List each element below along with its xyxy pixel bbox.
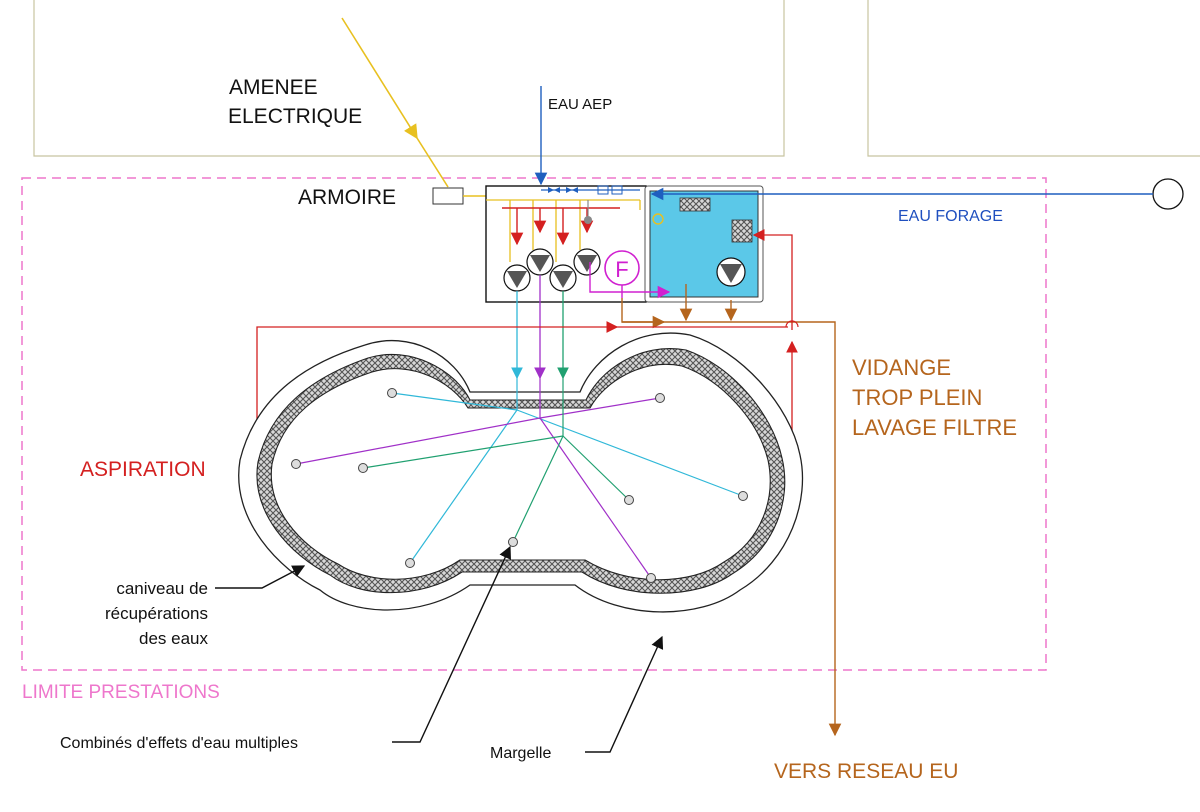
jet-icon (738, 491, 748, 501)
pool (238, 332, 804, 613)
caniveau-label-1: caniveau de (116, 579, 208, 598)
drain-lines (621, 284, 842, 737)
armoire-label: ARMOIRE (298, 186, 396, 209)
pump-2 (526, 248, 554, 276)
caniveau-label-2: récupérations (105, 604, 208, 623)
aspiration-crossover (785, 320, 799, 328)
filter-outlet (589, 262, 671, 299)
vers-reseau-label: VERS RESEAU EU (774, 760, 958, 783)
electric-supply-line (341, 17, 418, 140)
pump-3 (549, 264, 577, 292)
limite-prestations-boundary (21, 177, 1047, 671)
amenee-label: AMENEE (229, 76, 318, 99)
building-right (867, 0, 1200, 157)
lavage-filtre-label: LAVAGE FILTRE (852, 415, 1017, 440)
electrique-label: ELECTRIQUE (228, 105, 362, 128)
caniveau-label-3: des eaux (139, 629, 208, 648)
forage-well (1152, 178, 1184, 210)
water-jets (291, 388, 748, 583)
jet-lines (295, 378, 744, 579)
building-left (33, 0, 785, 157)
tank-pump-icon (716, 257, 746, 287)
tank-grid-top (679, 197, 711, 212)
eau-aep-label: EAU AEP (548, 96, 612, 113)
aep-valves (548, 185, 623, 195)
eau-forage-label: EAU FORAGE (898, 208, 1003, 225)
margelle-label: Margelle (490, 745, 551, 762)
limite-label: LIMITE PRESTATIONS (22, 682, 220, 703)
pump-1 (503, 264, 531, 292)
electric-supply-line-2 (416, 137, 449, 188)
jet-icon (387, 388, 397, 398)
jet-icon (624, 495, 634, 505)
trop-plein-label: TROP PLEIN (852, 385, 982, 410)
combines-label: Combinés d'effets d'eau multiples (60, 735, 298, 752)
jet-icon (646, 573, 656, 583)
aspiration-label: ASPIRATION (80, 458, 206, 481)
jet-icon (508, 537, 518, 547)
jet-icon (358, 463, 368, 473)
leader-lines (215, 545, 664, 753)
tank-float (652, 213, 664, 225)
jet-icon (405, 558, 415, 568)
armoire-box (432, 187, 464, 205)
pool-basin (270, 364, 771, 581)
pump-4 (573, 248, 601, 276)
building-outlines (33, 0, 1200, 157)
filter-letter: F (615, 257, 628, 282)
pressure-gauge (584, 216, 592, 224)
tank-grid-side (731, 219, 753, 243)
vidange-label: VIDANGE (852, 355, 951, 380)
jet-icon (291, 459, 301, 469)
jet-icon (655, 393, 665, 403)
